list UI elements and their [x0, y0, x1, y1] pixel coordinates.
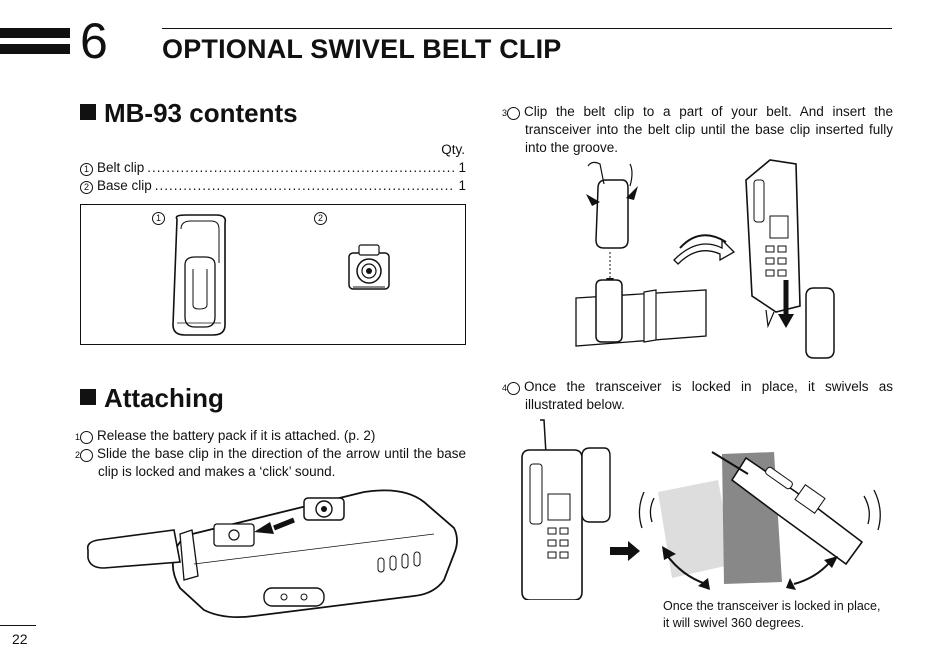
attaching-heading: Attaching	[80, 383, 224, 414]
belt-clip-illustration	[172, 214, 390, 336]
step-number: 4	[502, 382, 520, 395]
figure-marker-1: 1	[152, 212, 165, 225]
chapter-tab-bar	[0, 44, 70, 54]
leader-dots	[147, 160, 455, 175]
step-text: Slide the base clip in the direction of …	[97, 446, 466, 479]
caption-line: it will swivel 360 degrees.	[663, 616, 805, 630]
contents-heading: MB-93 contents	[80, 98, 298, 129]
square-bullet-icon	[80, 104, 96, 120]
contents-figure-box: 1 2	[80, 204, 466, 345]
square-bullet-icon	[80, 389, 96, 405]
header-rule	[162, 28, 892, 29]
contents-heading-text: MB-93 contents	[104, 98, 298, 128]
caption-line: Once the transceiver is locked in place,	[663, 599, 881, 613]
step-4: 4 Once the transceiver is locked in place…	[502, 378, 893, 414]
step-3: 3 Clip the belt clip to a part of your be…	[502, 103, 893, 157]
transceiver-back-illustration	[86, 489, 458, 619]
item-qty: 1	[458, 160, 466, 175]
contents-item: 2 Base clip 1	[80, 178, 466, 194]
item-number: 1	[80, 163, 93, 176]
attaching-heading-text: Attaching	[104, 383, 224, 413]
page-title: OPTIONAL SWIVEL BELT CLIP	[162, 34, 562, 64]
contents-item: 1 Belt clip 1	[80, 160, 466, 176]
leader-dots	[155, 178, 456, 193]
step-number: 3	[502, 107, 520, 120]
item-label: Base clip	[97, 178, 152, 193]
swivel-illustration	[521, 419, 881, 600]
item-number: 2	[80, 181, 93, 194]
step-text: Clip the belt clip to a part of your bel…	[524, 104, 893, 155]
step-1: 1 Release the battery pack if it is attac…	[75, 427, 466, 445]
page-number: 22	[12, 631, 28, 647]
item-qty: 1	[458, 178, 466, 193]
item-label: Belt clip	[97, 160, 145, 175]
chapter-tab-bar	[0, 28, 70, 38]
step-text: Release the battery pack if it is attach…	[97, 428, 376, 443]
chapter-number: 6	[80, 13, 108, 69]
page-number-rule	[0, 625, 36, 626]
belt-mounting-illustration	[575, 159, 835, 359]
step-number: 1	[75, 431, 93, 444]
figure-marker-2: 2	[314, 212, 327, 225]
step-2: 2 Slide the base clip in the direction of…	[75, 445, 466, 481]
step-text: Once the transceiver is locked in place,…	[524, 379, 893, 412]
step-number: 2	[75, 449, 93, 462]
qty-label: Qty.	[441, 142, 465, 157]
swivel-caption: Once the transceiver is locked in place,…	[663, 598, 880, 632]
